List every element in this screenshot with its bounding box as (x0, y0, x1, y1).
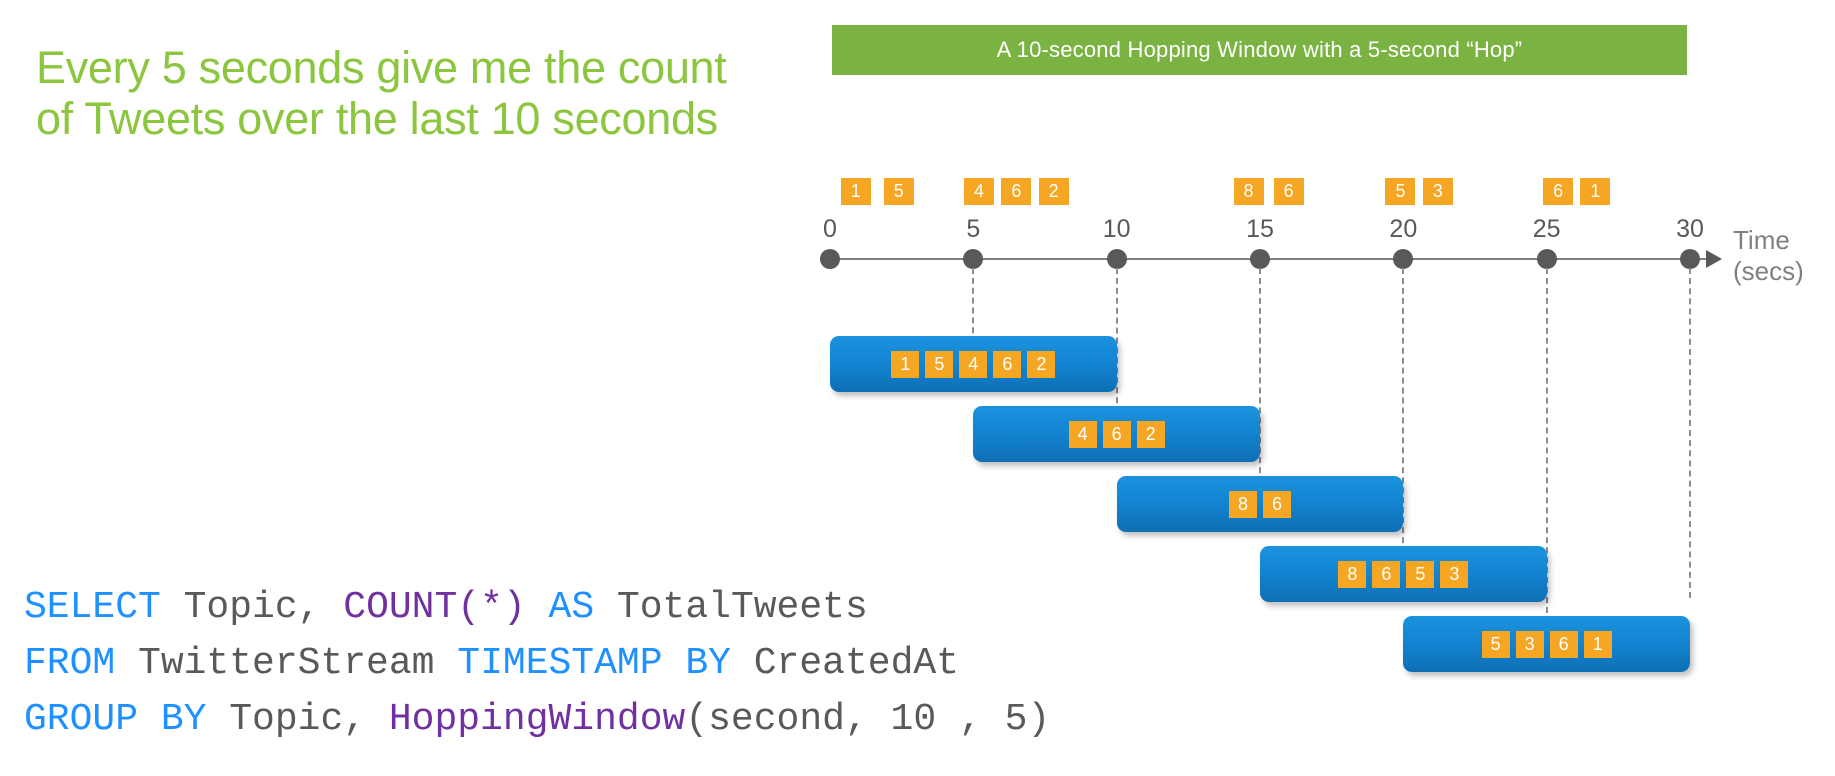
sql-text-3b: (second, 10 , 5) (685, 698, 1051, 741)
window-event-tile: 3 (1440, 560, 1469, 588)
stream-event-tile: 1 (840, 178, 871, 205)
sql-line-3: GROUP BY Topic, HoppingWindow(second, 10… (24, 698, 1050, 741)
window-event-tile: 5 (925, 350, 954, 378)
sql-text-2a: TwitterStream (115, 642, 458, 685)
sql-text-2b: CreatedAt (730, 642, 959, 685)
page-title: Every 5 seconds give me the count of Twe… (36, 42, 727, 144)
stream-event-tile: 3 (1422, 178, 1453, 205)
sql-keyword-as: AS (548, 586, 595, 629)
stream-event-tile: 1 (1580, 178, 1611, 205)
sql-line-2: FROM TwitterStream TIMESTAMP BY CreatedA… (24, 642, 959, 685)
window-boundary-dashed-line (1545, 268, 1548, 633)
window-event-tile: 8 (1338, 560, 1367, 588)
time-axis-label-units: (secs) (1733, 256, 1804, 286)
time-axis-dot (1250, 249, 1270, 269)
sql-text-1c: TotalTweets (594, 586, 868, 629)
window-boundary-dashed-line (1115, 268, 1118, 423)
time-axis-dot (1536, 249, 1557, 269)
window-event-tile: 4 (959, 350, 988, 378)
window-boundary-dashed-line (1402, 268, 1405, 563)
time-axis-dot (1393, 249, 1414, 269)
stream-event-tile: 2 (1038, 178, 1069, 205)
stream-event-tile: 5 (1385, 178, 1416, 205)
stream-event-tile: 4 (964, 178, 995, 205)
time-axis-tick-label: 15 (1246, 215, 1274, 243)
time-axis-tick-label: 5 (966, 215, 981, 243)
sql-query: SELECT Topic, COUNT(*) AS TotalTweets FR… (24, 580, 1050, 748)
sql-keyword-select: SELECT (24, 586, 161, 629)
banner-label: A 10-second Hopping Window with a 5-seco… (996, 37, 1523, 62)
stream-event-tile: 8 (1233, 178, 1264, 205)
time-axis-dot (1106, 249, 1127, 269)
window-event-tile: 6 (1262, 490, 1291, 518)
sql-keyword-from: FROM (24, 642, 116, 685)
window-boundary-dashed-line (1259, 268, 1261, 493)
window-event-tile: 6 (1549, 630, 1578, 658)
window-event-tile: 2 (1027, 350, 1056, 378)
banner: A 10-second Hopping Window with a 5-seco… (832, 25, 1687, 75)
window-event-tile: 6 (993, 350, 1022, 378)
time-axis-tick-label: 10 (1102, 215, 1131, 243)
window-boundary-dashed-line (1689, 268, 1691, 598)
sql-function-hoppingwindow: HoppingWindow (388, 698, 686, 741)
time-axis-tick-label: 25 (1532, 215, 1561, 243)
window-event-tile: 3 (1515, 630, 1544, 658)
window-event-tile: 1 (891, 350, 920, 378)
sql-line-1: SELECT Topic, COUNT(*) AS TotalTweets (24, 586, 868, 629)
sql-text-1a: Topic, (160, 586, 344, 629)
time-axis-dot (1680, 249, 1700, 269)
time-axis-tick-label: 30 (1676, 215, 1704, 243)
sql-text-1b (526, 586, 549, 629)
sql-keyword-group-by: GROUP BY (24, 698, 207, 741)
time-axis-dot (963, 249, 984, 269)
sql-text-3a: Topic, (206, 698, 389, 741)
stream-event-tile: 5 (883, 178, 914, 205)
time-axis-tick-label: 20 (1389, 215, 1418, 243)
stream-event-tile: 6 (1001, 178, 1032, 205)
stream-event-tile: 6 (1273, 178, 1304, 205)
time-axis-arrow-icon (1706, 250, 1722, 268)
window-event-tile: 4 (1068, 420, 1097, 448)
window-event-tile: 2 (1136, 420, 1165, 448)
time-axis-line (830, 258, 1710, 260)
window-event-tile: 5 (1406, 560, 1435, 588)
time-axis-label: Time (secs) (1733, 225, 1804, 287)
window-event-tile: 8 (1228, 490, 1257, 518)
sql-keyword-timestamp-by: TIMESTAMP BY (457, 642, 731, 685)
stream-event-tile: 6 (1543, 178, 1574, 205)
time-axis-label-main: Time (1733, 225, 1790, 255)
window-event-tile: 5 (1481, 630, 1510, 658)
window-boundary-dashed-line (972, 268, 975, 353)
window-event-tile: 1 (1583, 630, 1612, 658)
window-event-tile: 6 (1102, 420, 1131, 448)
time-axis-dot (820, 249, 840, 269)
time-axis-tick-label: 0 (823, 215, 837, 243)
window-event-tile: 6 (1372, 560, 1401, 588)
sql-function-count: COUNT(*) (343, 586, 526, 629)
